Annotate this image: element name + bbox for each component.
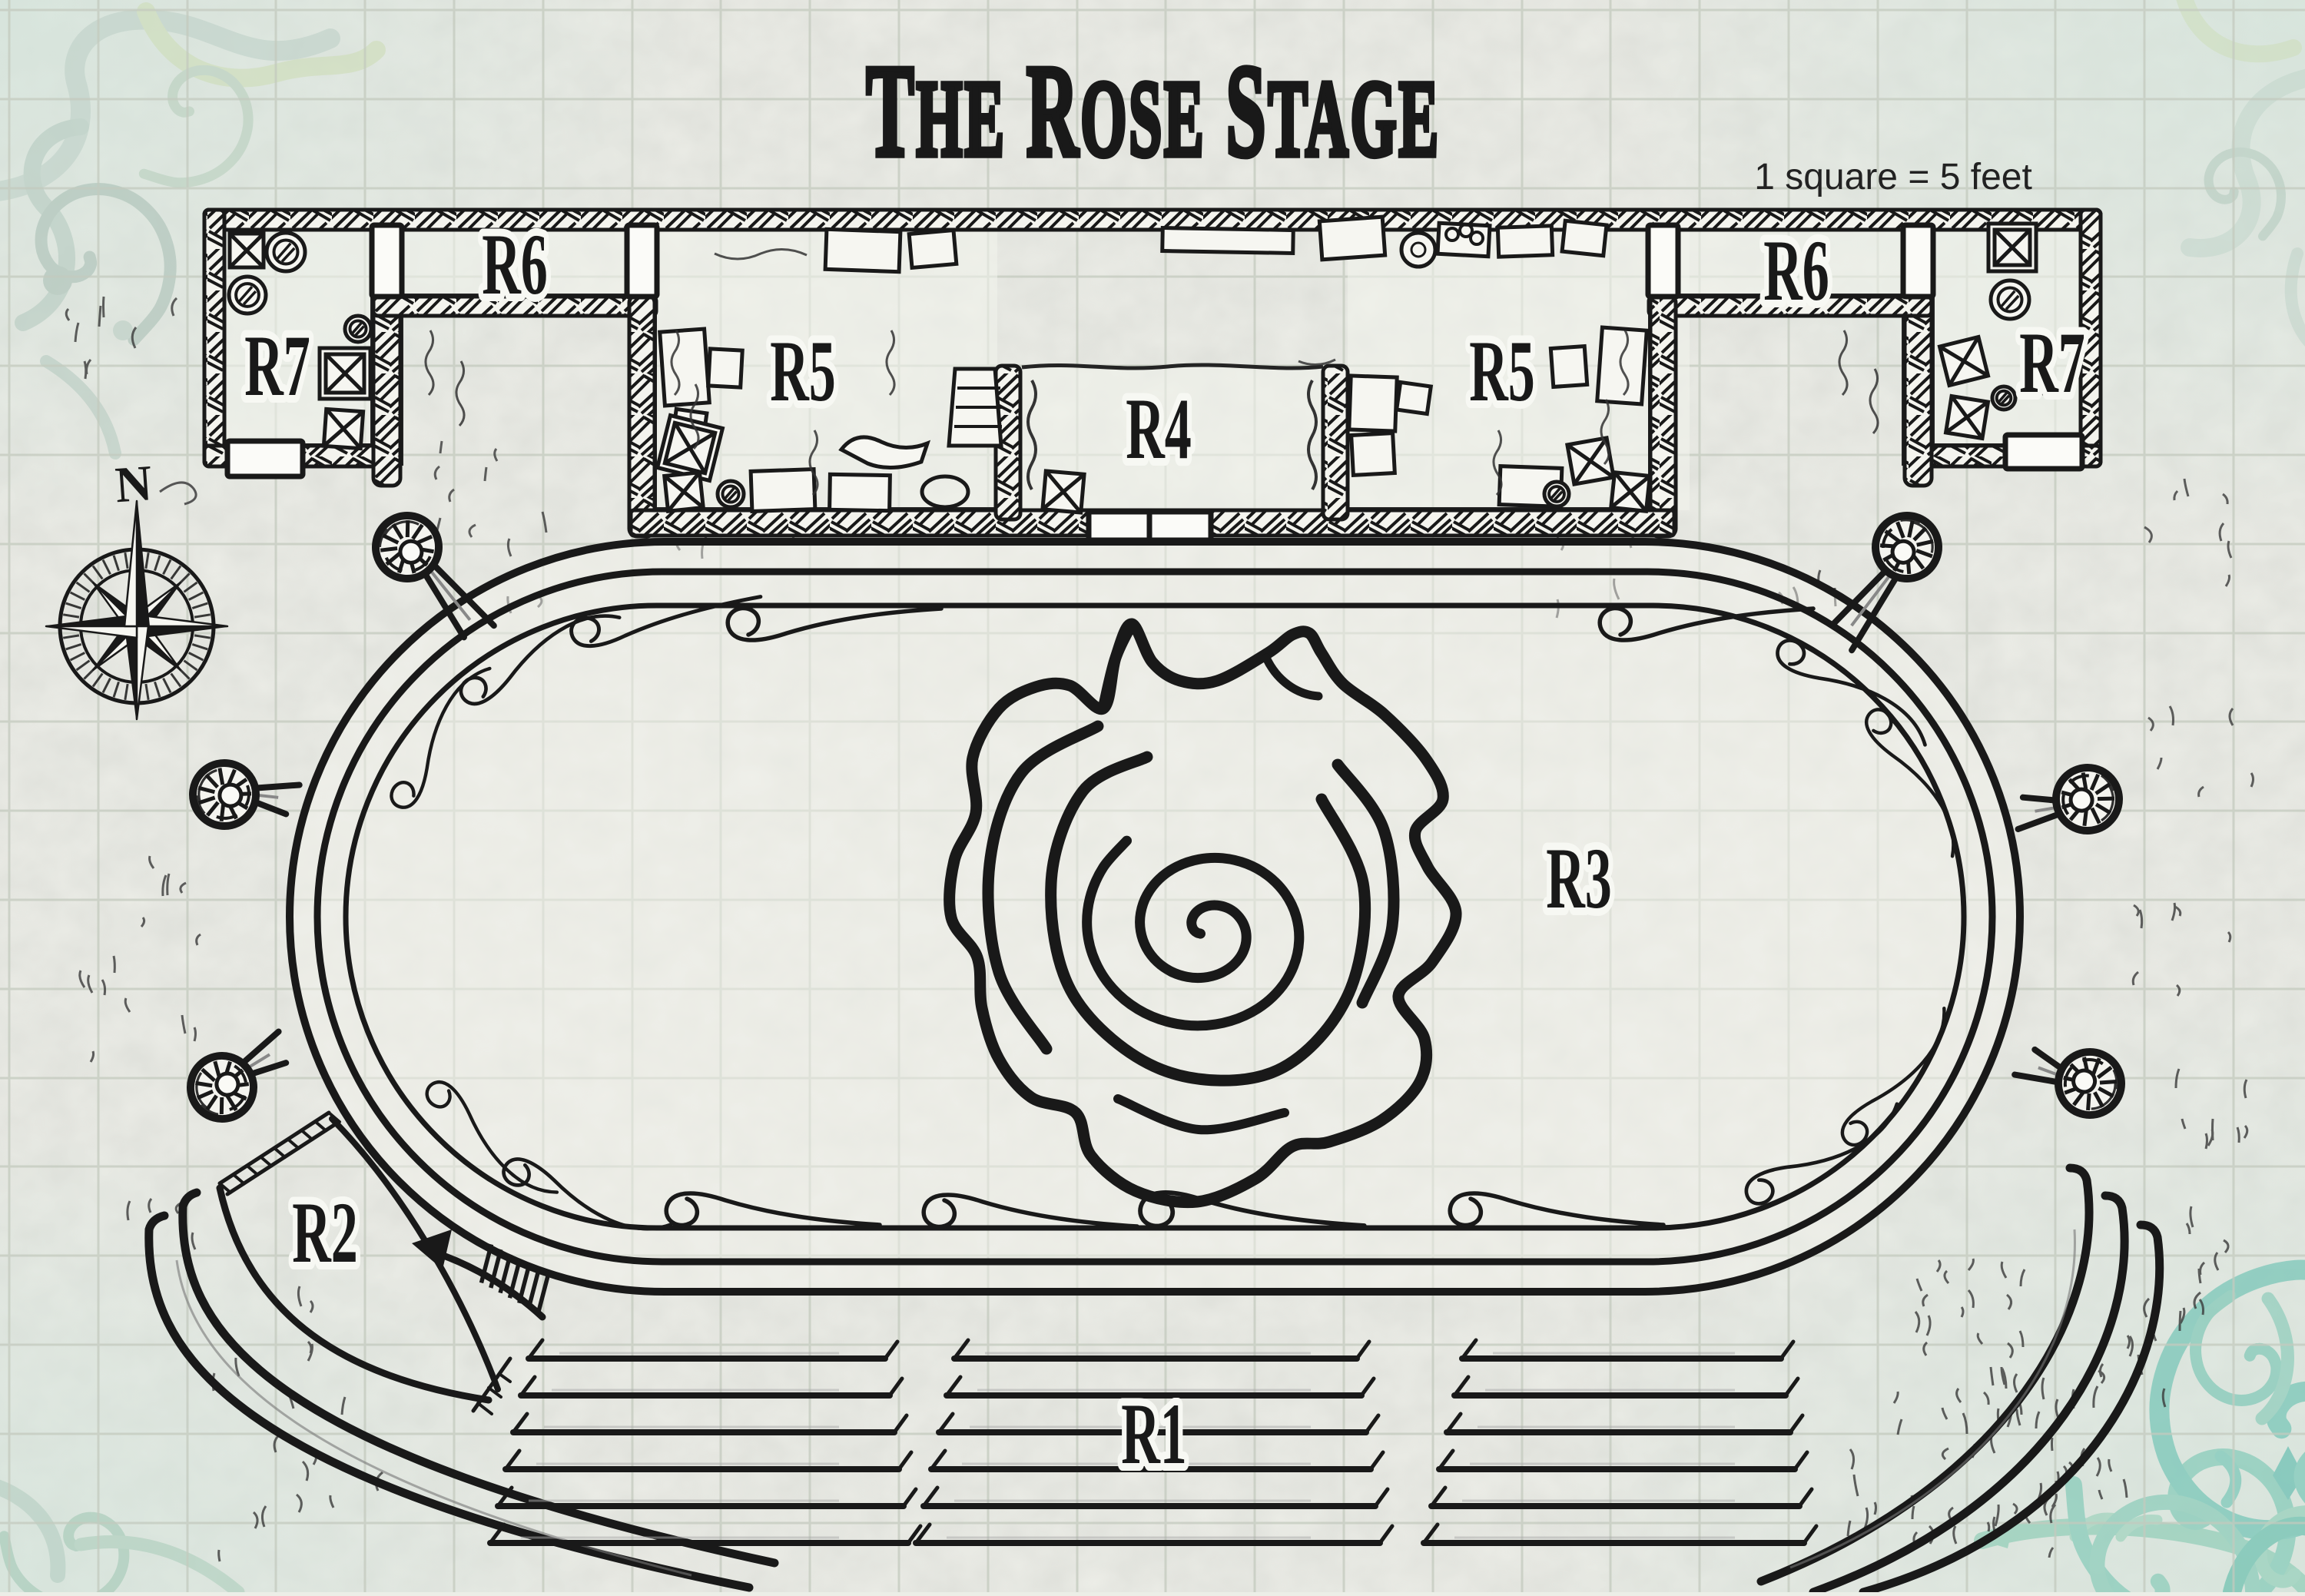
svg-text:R6: R6 <box>482 217 548 313</box>
svg-text:N: N <box>114 455 154 513</box>
svg-text:R5: R5 <box>1469 324 1535 420</box>
svg-text:R2: R2 <box>292 1185 358 1281</box>
svg-text:R7: R7 <box>2019 315 2085 411</box>
svg-text:1 square = 5 feet: 1 square = 5 feet <box>1754 157 2032 197</box>
svg-text:R5: R5 <box>770 324 836 420</box>
svg-text:R1: R1 <box>1121 1386 1187 1482</box>
svg-text:R3: R3 <box>1546 831 1612 927</box>
svg-text:R6: R6 <box>1763 223 1829 319</box>
svg-text:R7: R7 <box>244 318 310 414</box>
svg-text:THE ROSE STAGE: THE ROSE STAGE <box>866 38 1441 184</box>
svg-text:R4: R4 <box>1126 381 1192 477</box>
